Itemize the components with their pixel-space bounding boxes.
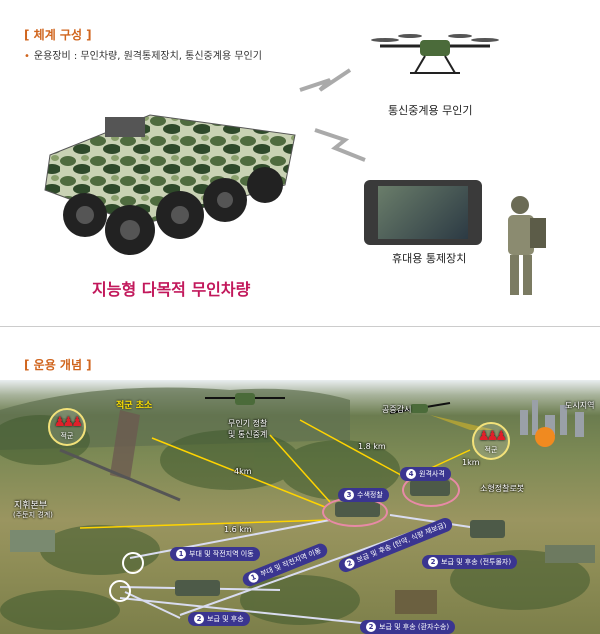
distance-1-8km: 1.8 km <box>358 442 386 451</box>
controller-caption: 휴대용 통제장치 <box>392 252 467 265</box>
label-robot: 소형정찰로봇 <box>480 484 525 493</box>
operation-scene: 적군 초소 ♟♟♟적군 ♟♟♟적군 무인기 정찰 및 통신중계 공중감시 도시지… <box>0 380 600 634</box>
enemy-marker: ♟♟♟적군 <box>48 408 86 446</box>
label-hq: 지휘본부 <box>14 501 48 511</box>
signal-icon <box>299 68 366 162</box>
unmanned-vehicle-image <box>44 114 296 255</box>
controller-image <box>364 180 482 245</box>
label-hq-sub: (주둔지 경계) <box>13 511 53 519</box>
relay-drone-image <box>371 34 499 74</box>
surveillance-drone-image <box>389 402 451 414</box>
drone-caption: 통신중계용 무인기 <box>388 104 473 117</box>
unit-marker <box>122 552 144 574</box>
unit-marker <box>109 580 131 602</box>
scene-overlay <box>0 387 595 630</box>
label-enemy-post: 적군 초소 <box>116 401 153 411</box>
section-title-system: [ 체계 구성 ] <box>24 28 92 42</box>
recon-drone-image <box>205 393 285 405</box>
label-urban: 도시지역 <box>565 401 595 410</box>
vehicle-caption: 지능형 다목적 무인차량 <box>92 280 251 299</box>
soldier-image <box>508 196 546 295</box>
distance-1-6km: 1.6 km <box>224 525 252 534</box>
label-air-watch: 공중감시 <box>382 405 412 414</box>
label-uav-recon: 무인기 정찰 및 통신중계 <box>228 419 268 439</box>
section-title-operation: [ 운용 개념 ] <box>24 358 92 372</box>
equipment-text: 운용장비 : 무인차량, 원격통제장치, 통신중계용 무인기 <box>33 51 262 62</box>
distance-4km: 4km <box>234 467 252 476</box>
divider <box>0 326 600 327</box>
enemy-marker: ♟♟♟적군 <box>472 422 510 460</box>
equipment-bullet: •운용장비 : 무인차량, 원격통제장치, 통신중계용 무인기 <box>24 51 262 62</box>
distance-1km: 1km <box>462 458 480 467</box>
